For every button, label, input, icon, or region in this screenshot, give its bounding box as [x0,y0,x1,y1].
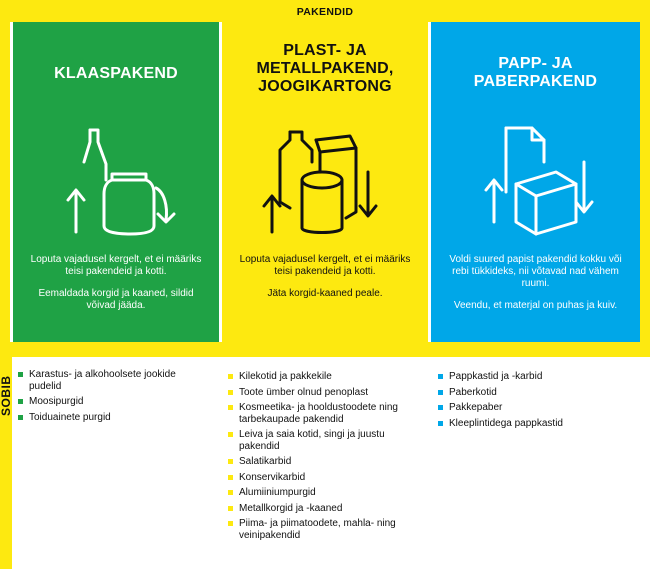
list-glass: Karastus- ja alkohoolsete jookide pudeli… [18,369,208,427]
bullet-square-icon [228,405,233,410]
frame-left [0,22,10,357]
bullet-square-icon [438,374,443,379]
bullet-square-icon [228,374,233,379]
panel-paper-heading: PAPP- JA PABERPAKEND [473,55,598,90]
list-item-label: Piima- ja piimatoodete, mahla- ning vein… [239,518,396,541]
list-item: Toote ümber olnud penoplast [228,387,423,399]
list-item: Alumiiniumpurgid [228,487,423,499]
panel-plastic-text: Loputa vajadusel kergelt, et ei määriks … [232,254,418,310]
frame-bottom [0,342,650,357]
bullet-square-icon [438,420,443,426]
list-item: Leiva ja saia kotid, singi ja juustu pak… [228,429,423,452]
bullet-square-icon [228,474,233,480]
list-item-label: Alumiiniumpurgid [239,487,316,498]
list-item: Pappkastid ja -karbid [438,371,633,383]
list-item: Pakkepaber [438,402,633,414]
list-item-label: Konservikarbid [239,471,306,483]
panel-plastic-text-2: Jäta korgid-kaaned peale. [267,288,383,299]
frame-right [640,22,650,357]
list-item-label: Kosmeetika- ja hooldustoodete ning tarbe… [239,402,398,425]
glass-bottle-jar-recycle-icon [13,122,219,242]
bullet-square-icon [228,432,233,437]
list-item: Moosipurgid [18,396,208,408]
list-item-label: Kleeplintidega pappkastid [449,417,563,429]
bullet-square-icon [438,405,443,410]
panel-paper-text-1: Voldi suured papist pakendid kokku või r… [449,254,622,289]
list-item: Kosmeetika- ja hooldustoodete ning tarbe… [228,402,423,425]
list-item: Metallkorgid ja -kaaned [228,503,423,515]
panel-paper: PAPP- JA PABERPAKEND Voldi suured papist… [431,22,640,342]
bottle-can-carton-recycle-icon [222,122,428,242]
bullet-square-icon [18,399,23,404]
paper-box-recycle-icon [431,122,640,242]
list-item-label: Toiduainete purgid [29,411,111,423]
list-item-label: Pakkepaber [449,402,503,413]
bullet-square-icon [228,459,233,464]
header-title: PAKENDID [296,6,354,18]
side-bar [0,357,12,569]
panel-glass-text-1: Loputa vajadusel kergelt, et ei määriks … [30,254,202,277]
list-item-label: Paberkotid [449,386,497,398]
list-item: Konservikarbid [228,472,423,484]
panel-glass-text: Loputa vajadusel kergelt, et ei määriks … [23,254,209,322]
list-item-label: Toote ümber olnud penoplast [239,386,368,398]
panel-glass-text-2: Eemaldada korgid ja kaaned, sildid võiva… [38,288,194,311]
list-item-label: Salatikarbid [239,456,292,467]
panel-glass: KLAASPAKEND Loputa vajadusel kergelt, et… [13,22,219,342]
bullet-square-icon [228,490,233,495]
list-item-label: Kilekotid ja pakkekile [239,371,332,382]
panel-paper-text: Voldi suured papist pakendid kokku või r… [441,254,630,322]
panel-plastic-text-1: Loputa vajadusel kergelt, et ei määriks … [239,254,411,277]
bullet-square-icon [228,505,233,511]
panel-plastic-heading: PLAST- JA METALLPAKEND, JOOGIKARTONG [256,42,394,95]
side-label-sobib: SOBIB [0,375,13,417]
list-item: Kleeplintidega pappkastid [438,418,633,430]
list-item-label: Metallkorgid ja -kaaned [239,502,343,514]
panel-paper-text-2: Veendu, et materjal on puhas ja kuiv. [453,300,618,311]
list-item: Piima- ja piimatoodete, mahla- ning vein… [228,518,423,541]
list-item-label: Karastus- ja alkohoolsete jookide pudeli… [29,369,176,392]
list-item: Salatikarbid [228,456,423,468]
bullet-square-icon [18,414,23,420]
list-item-label: Leiva ja saia kotid, singi ja juustu pak… [239,429,385,452]
panel-plastic-metal: PLAST- JA METALLPAKEND, JOOGIKARTONG Lop… [222,22,428,342]
list-paper: Pappkastid ja -karbid Paberkotid Pakkepa… [438,371,633,433]
list-item: Paberkotid [438,387,633,399]
list-item-label: Moosipurgid [29,396,84,407]
bullet-square-icon [18,372,23,377]
panel-glass-heading: KLAASPAKEND [54,65,178,82]
list-item-label: Pappkastid ja -karbid [449,371,543,382]
list-item: Karastus- ja alkohoolsete jookide pudeli… [18,369,208,392]
bullet-square-icon [438,389,443,395]
bullet-square-icon [228,521,233,526]
list-item: Kilekotid ja pakkekile [228,371,423,383]
list-plastic-metal: Kilekotid ja pakkekile Toote ümber olnud… [228,371,423,545]
header-bar: PAKENDID [0,0,650,22]
bullet-square-icon [228,389,233,395]
list-item: Toiduainete purgid [18,412,208,424]
